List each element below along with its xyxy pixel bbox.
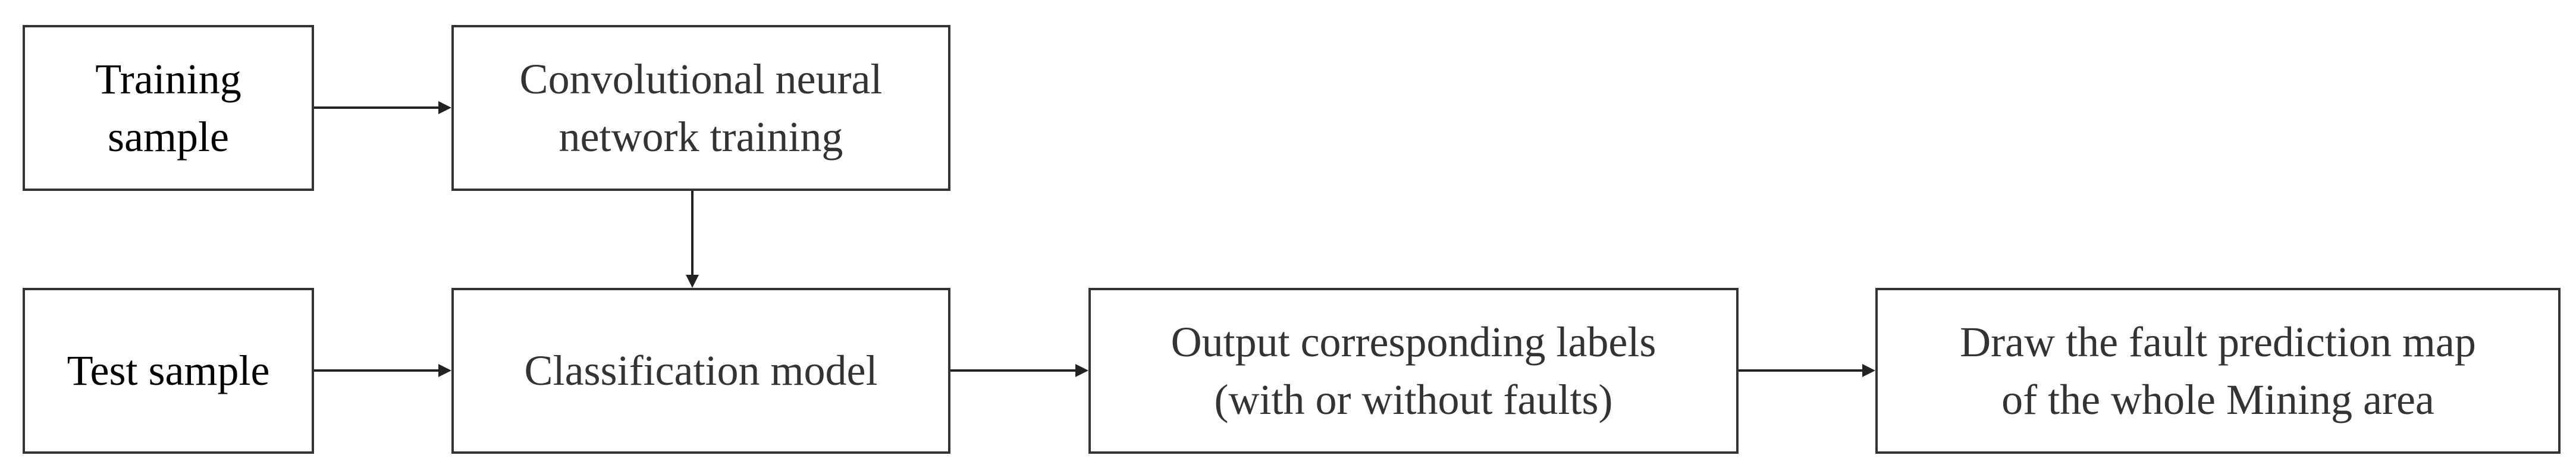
output-labels-line-1: Output corresponding labels bbox=[1171, 318, 1656, 366]
fault-map-line-2: of the whole Mining area bbox=[2001, 375, 2434, 423]
arrowhead-classification-to-output bbox=[1075, 364, 1088, 377]
cnn-training-line-2: network training bbox=[559, 112, 843, 161]
test-sample-line-1: Test sample bbox=[67, 347, 270, 395]
cnn-training-line-1: Convolutional neural bbox=[519, 55, 883, 103]
fault-map-box: Draw the fault prediction map of the who… bbox=[1875, 288, 2561, 454]
arrowhead-cnn-to-classification bbox=[686, 275, 699, 288]
arrowhead-output-to-faultmap bbox=[1862, 364, 1875, 377]
training-sample-line-2: sample bbox=[108, 112, 229, 161]
classification-model-line-1: Classification model bbox=[524, 347, 878, 395]
output-labels-box: Output corresponding labels (with or wit… bbox=[1088, 288, 1739, 454]
output-labels-line-2: (with or without faults) bbox=[1214, 375, 1613, 423]
training-sample-line-1: Training bbox=[95, 55, 241, 103]
classification-model-box: Classification model bbox=[451, 288, 950, 454]
cnn-training-box: Convolutional neural network training bbox=[451, 25, 950, 191]
arrowhead-test-to-classification bbox=[438, 364, 451, 377]
test-sample-box: Test sample bbox=[23, 288, 314, 454]
training-sample-box: Training sample bbox=[23, 25, 314, 191]
fault-map-line-1: Draw the fault prediction map bbox=[1960, 318, 2476, 366]
arrowhead-training-to-cnn bbox=[438, 101, 451, 114]
